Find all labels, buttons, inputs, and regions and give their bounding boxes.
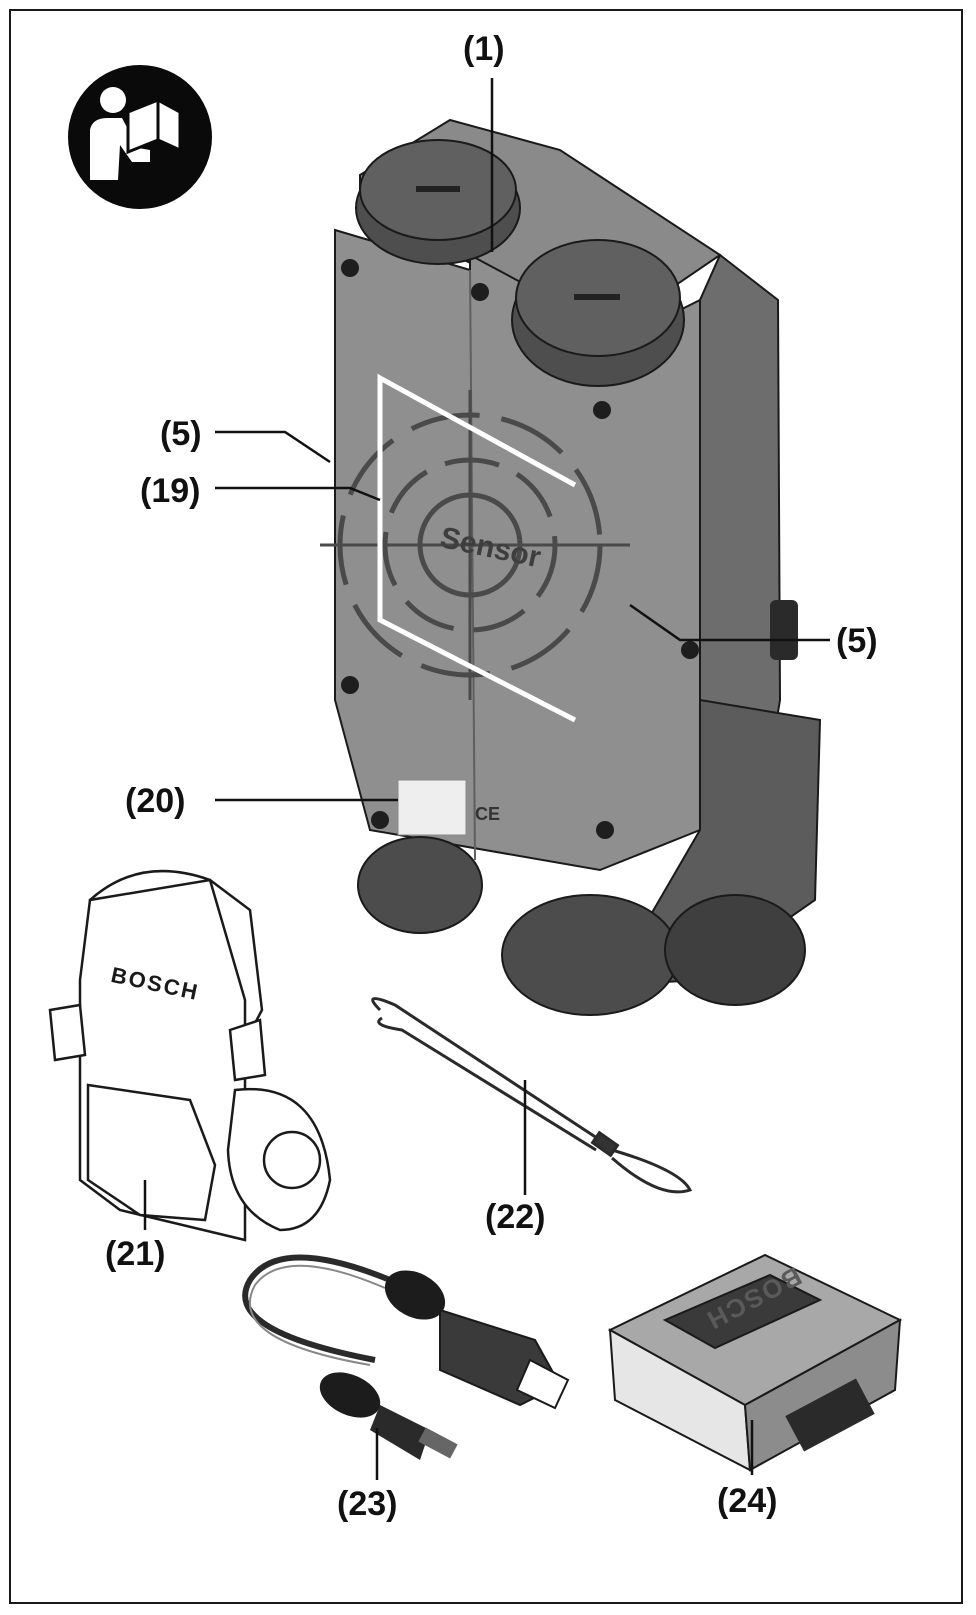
callout-19: (19) xyxy=(140,472,200,510)
callout-21: (21) xyxy=(105,1235,165,1273)
storage-case: BOSCH xyxy=(607,1253,903,1472)
leader-lines xyxy=(143,78,830,1480)
wall-scanner-device: Sensor CE xyxy=(320,118,822,1016)
callout-1: (1) xyxy=(463,30,505,68)
rating-label-area xyxy=(397,779,467,836)
sensor-target-icon xyxy=(320,390,630,700)
callout-22: (22) xyxy=(485,1198,545,1236)
callout-24: (24) xyxy=(717,1482,777,1520)
knob-right xyxy=(511,239,685,387)
callout-5-left: (5) xyxy=(160,415,202,453)
certification-marks: CE xyxy=(475,804,500,824)
callout-20: (20) xyxy=(125,782,185,820)
callout-23: (23) xyxy=(337,1485,397,1523)
usb-cable xyxy=(242,1254,570,1460)
knob-left xyxy=(355,139,521,265)
read-manual-icon xyxy=(68,65,212,209)
callout-5-right: (5) xyxy=(836,622,878,660)
wrist-strap xyxy=(371,997,693,1194)
carrying-bag: BOSCH xyxy=(48,869,332,1242)
